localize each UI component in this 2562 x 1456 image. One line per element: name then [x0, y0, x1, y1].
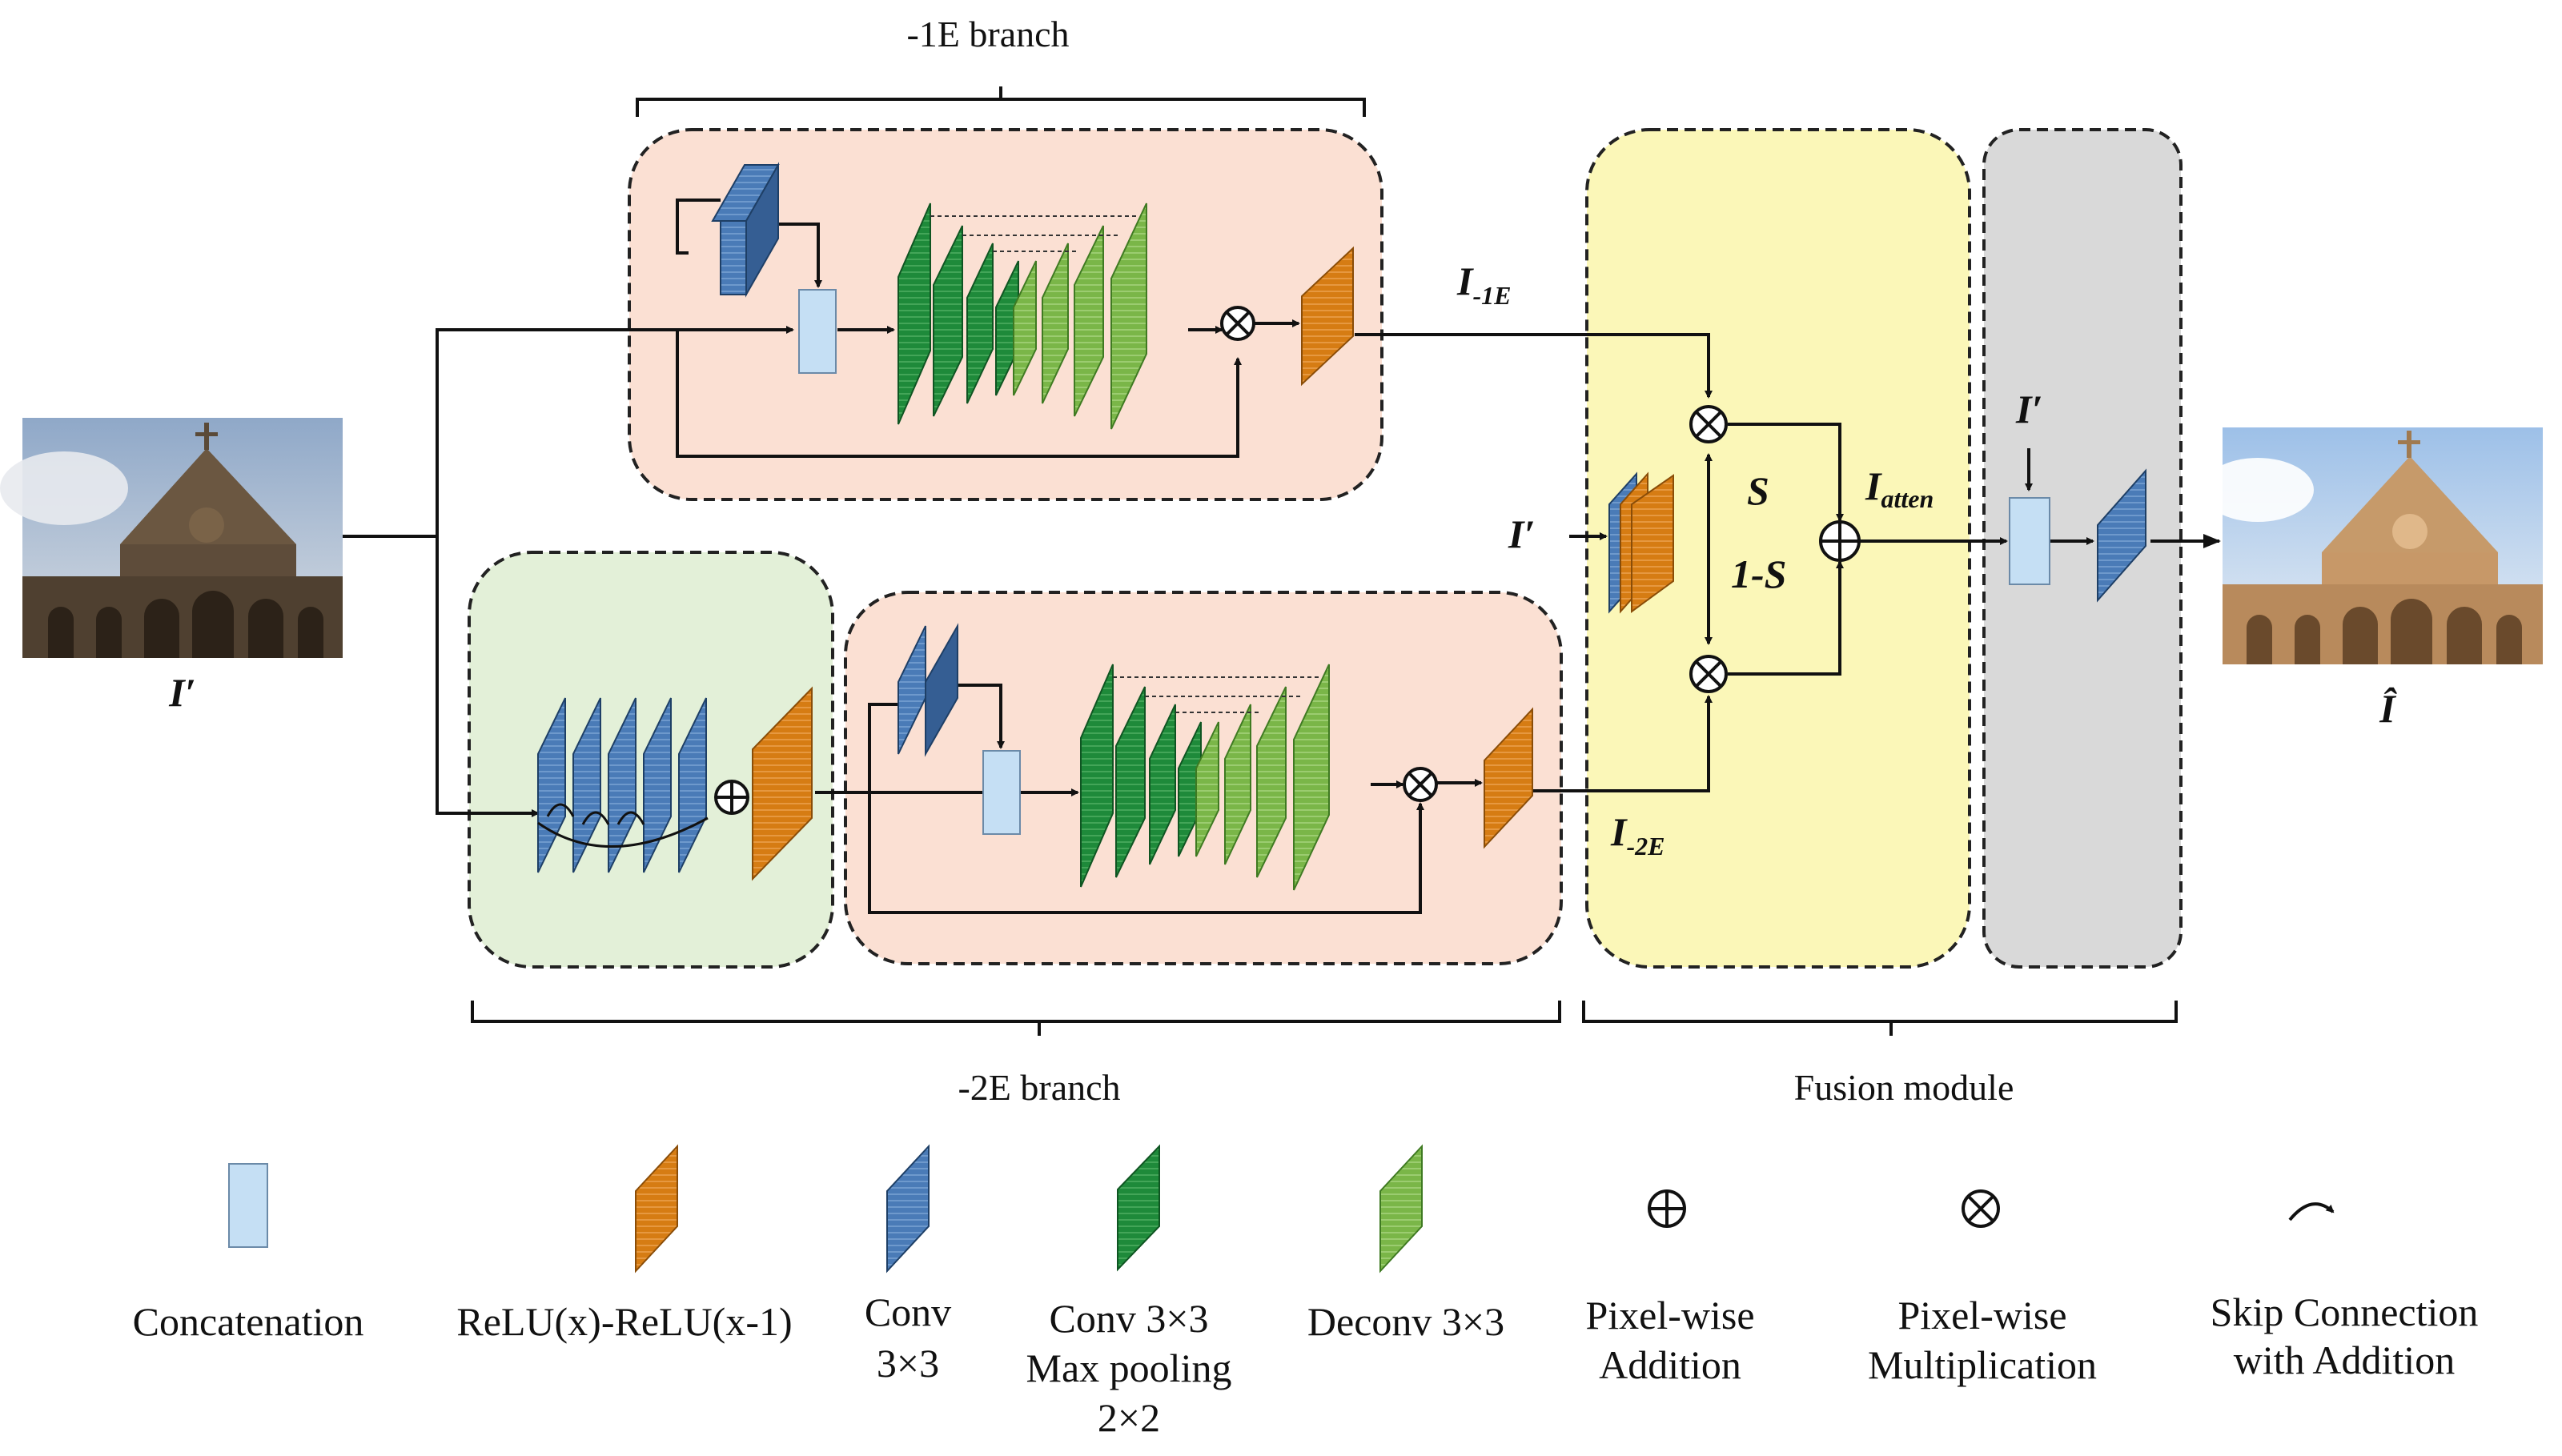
s-label: S [1747, 468, 1769, 513]
branch-2e-blocks [898, 623, 1533, 891]
legend-deconv-swatch [1379, 1144, 1423, 1273]
2e-concat-block [982, 750, 1021, 835]
attention-blocks [1608, 405, 2146, 693]
legend-add-line1: Pixel-wise [1585, 1293, 1754, 1338]
2e-relu-block [1484, 707, 1533, 849]
2e-unet-stack [1080, 664, 1330, 891]
brace-fusion [1582, 1001, 2178, 1036]
one-minus-s-label: 1-S [1731, 552, 1786, 596]
legend-skip-line2: with Addition [2234, 1338, 2455, 1382]
1e-mult-icon [1220, 306, 1255, 341]
final-input-label: I′ [2015, 387, 2043, 431]
residual-add-icon [714, 780, 749, 815]
panels [468, 128, 2183, 969]
legend-skip-arrow-icon [2288, 1202, 2335, 1221]
mult-bot-to-add [1728, 560, 1844, 676]
svg-text:Î: Î [2379, 686, 2397, 731]
legend-conv-swatch [886, 1144, 930, 1273]
2e-skip-loop [868, 792, 1424, 914]
legend-add-icon [1648, 1189, 1686, 1228]
output-photo [2202, 427, 2543, 664]
branch-2e-label: -2E branch [958, 1067, 1120, 1108]
legend-concat-swatch [228, 1163, 268, 1248]
i1e-line [1355, 333, 1713, 399]
input-to-residual [436, 536, 540, 817]
1e-unet-stack [898, 203, 1147, 430]
braces: -1E branch -2E branch Fusion module [471, 14, 2178, 1108]
math-labels: I-1E I-2E I′ I′ S 1-S Iatten [1456, 259, 2043, 860]
i2e-line [1531, 695, 1713, 792]
residual-relu-block [752, 686, 813, 881]
fusion-concat-block [2009, 497, 2050, 585]
2e-conv-down [950, 684, 1005, 749]
legend-convpool-swatch [1117, 1144, 1160, 1272]
1e-conv-to-concat [676, 199, 721, 255]
legend-mult-icon [1962, 1189, 2000, 1228]
output-label: Î [2379, 686, 2397, 731]
atten-label: Iatten [1865, 463, 1934, 513]
legend-relu-label: ReLU(x)-ReLU(x-1) [456, 1299, 792, 1344]
2e-conv-to-concat [868, 703, 902, 792]
i2e-label: I-2E [1610, 809, 1664, 860]
attention-panel [1585, 128, 1971, 969]
connections [343, 199, 2221, 914]
legend-conv-line2: 3×3 [877, 1341, 939, 1386]
fusion-gray-panel [1982, 128, 2183, 969]
1e-skip-loop [676, 330, 1242, 458]
1e-concat-block [798, 289, 837, 374]
branch-1e-blocks [711, 162, 1354, 430]
brace-2e [471, 1001, 1561, 1036]
fusion-mult-top-icon [1689, 405, 1728, 443]
legend-deconv-label: Deconv 3×3 [1307, 1299, 1504, 1344]
residual-block [537, 686, 813, 881]
legend-mult-line1: Pixel-wise [1897, 1293, 2066, 1338]
i1e-label: I-1E [1456, 259, 1511, 310]
fusion-mult-bottom-icon [1689, 655, 1728, 693]
fusion-add-icon [1819, 520, 1861, 562]
legend: Concatenation ReLU(x)-ReLU(x-1) Conv 3×3… [133, 1144, 2479, 1440]
legend-concat-label: Concatenation [133, 1299, 364, 1344]
legend-convpool-line1: Conv 3×3 [1049, 1296, 1208, 1341]
fusion-final-conv [2097, 468, 2146, 603]
branch-1e-label: -1E branch [906, 14, 1069, 54]
2e-mult-icon [1403, 767, 1438, 802]
residual-skip-arcs [537, 803, 709, 848]
legend-mult-line2: Multiplication [1868, 1342, 2097, 1387]
input-label: I′ [168, 670, 196, 715]
fusion-input-label: I′ [1508, 511, 1536, 556]
input-trunk [343, 328, 677, 538]
legend-conv-line1: Conv [865, 1290, 951, 1334]
legend-convpool-line2: Max pooling [1026, 1346, 1232, 1390]
legend-add-line2: Addition [1599, 1342, 1741, 1387]
legend-skip-line1: Skip Connection [2211, 1290, 2479, 1334]
input-photo [0, 418, 343, 658]
mult-top-to-add [1728, 423, 1844, 522]
1e-relu-block [1301, 246, 1354, 387]
fusion-module-label: Fusion module [1794, 1067, 2014, 1108]
svg-text:I′: I′ [168, 670, 196, 715]
legend-relu-swatch [635, 1144, 678, 1273]
brace-1e [636, 86, 1366, 117]
legend-convpool-line3: 2×2 [1098, 1395, 1160, 1440]
